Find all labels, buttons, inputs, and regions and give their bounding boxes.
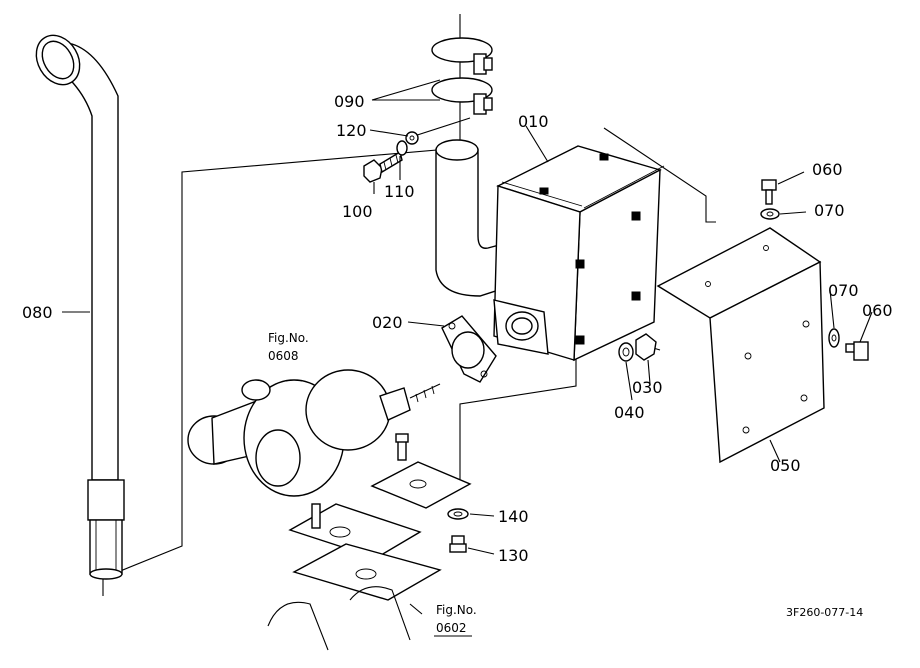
part-label-060-side: 060 — [862, 301, 893, 320]
manifold-flange — [267, 433, 472, 651]
turbocharger — [187, 369, 441, 497]
nut-030-washer-040 — [618, 333, 657, 362]
bolt-100-washers-110-120 — [363, 131, 419, 183]
part-label-070-top: 070 — [814, 201, 845, 220]
part-label-030: 030 — [632, 378, 663, 397]
clamps-090 — [431, 37, 493, 115]
part-label-080: 080 — [22, 303, 53, 322]
part-label-090: 090 — [334, 92, 365, 111]
part-label-040: 040 — [614, 403, 645, 422]
gasket-020 — [441, 315, 497, 383]
drawing-code: 3F260-077-14 — [786, 606, 863, 619]
nut-130-washer-140 — [447, 508, 469, 553]
part-label-020: 020 — [372, 313, 403, 332]
turbo-ref-line1: Fig.No. — [268, 331, 309, 345]
part-label-130: 130 — [498, 546, 529, 565]
part-label-050: 050 — [770, 456, 801, 475]
part-labels: 010 020 030 040 050 060 060 070 070 080 … — [22, 92, 893, 565]
bolts-060-washers-070 — [760, 179, 869, 361]
part-label-070-side: 070 — [828, 281, 859, 300]
part-label-060-top: 060 — [812, 160, 843, 179]
muffler-010 — [493, 145, 665, 362]
part-label-120: 120 — [336, 121, 367, 140]
part-label-110: 110 — [384, 182, 415, 201]
figure-references: Fig.No. 0608 Fig.No. 0602 — [268, 331, 477, 637]
manifold-ref-line2: 0602 — [436, 621, 467, 635]
part-label-140: 140 — [498, 507, 529, 526]
manifold-ref-line1: Fig.No. — [436, 603, 477, 617]
turbo-ref-line2: 0608 — [268, 349, 299, 363]
tail-pipe-080 — [35, 34, 125, 580]
part-label-010: 010 — [518, 112, 549, 131]
part-label-100: 100 — [342, 202, 373, 221]
bracket-050 — [656, 227, 825, 464]
leader-lines — [62, 79, 873, 615]
